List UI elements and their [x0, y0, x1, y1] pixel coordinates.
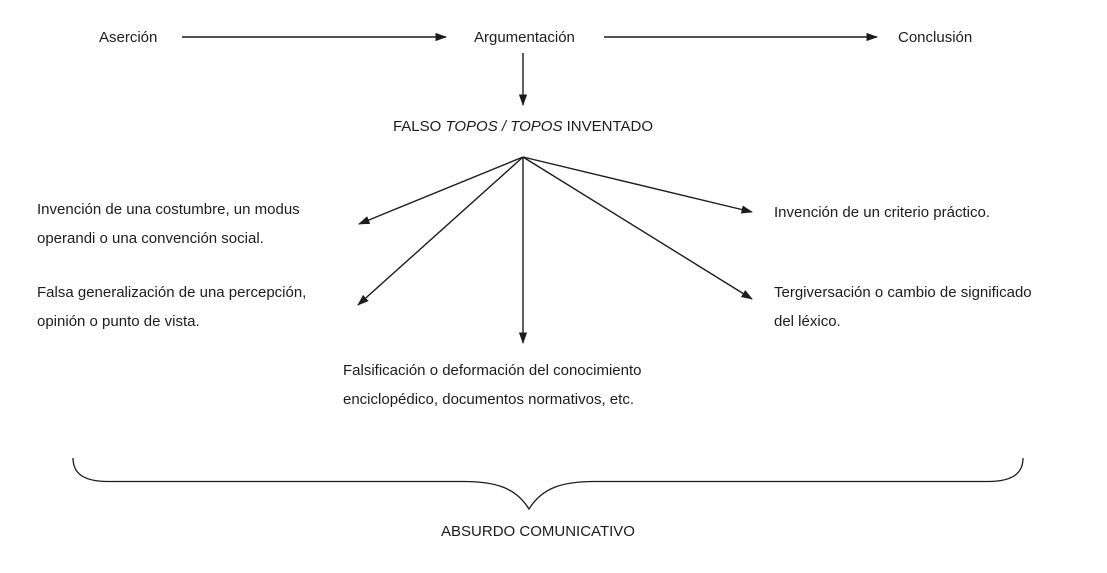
branch-invencion-costumbre: Invención de una costumbre, un modus ope… — [37, 196, 300, 253]
branch-line: Falsa generalización de una percepción, — [37, 284, 307, 301]
branch-falsificacion-conocimiento: Falsificación o deformación del conocimi… — [343, 357, 641, 414]
branch-line: opinión o punto de vista. — [37, 312, 200, 330]
branch-criterio-practico: Invención de un criterio práctico. — [774, 199, 990, 228]
central-label-falso-topos: FALSO TOPOS / TOPOS INVENTADO — [333, 117, 713, 136]
arrow-to-tergiversacion-lexico — [522, 156, 753, 300]
central-label-italic-topos: TOPOS / TOPOS — [445, 118, 563, 135]
branch-falsa-generalizacion: Falsa generalización de una percepción, … — [37, 279, 306, 336]
brace-absurdo-comunicativo — [72, 457, 1024, 511]
node-conclusion: Conclusión — [898, 29, 973, 46]
branch-line: enciclopédico, documentos normativos, et… — [343, 390, 634, 408]
branch-tergiversacion-lexico: Tergiversación o cambio de significado d… — [774, 279, 1032, 336]
branch-line: Invención de una costumbre, un modus — [37, 201, 300, 218]
node-asercion: Aserción — [99, 29, 158, 46]
branch-line: Falsificación o deformación del conocimi… — [343, 362, 642, 379]
bottom-label-absurdo-comunicativo: ABSURDO COMUNICATIVO — [441, 523, 635, 540]
branch-line: Invención de un criterio práctico. — [774, 204, 990, 221]
central-label-prefix: FALSO — [392, 118, 446, 135]
branch-line: Tergiversación o cambio de significado — [774, 284, 1032, 301]
central-label-suffix: INVENTADO — [562, 118, 654, 135]
arrow-to-invencion-costumbre — [358, 156, 524, 225]
arrow-to-falsa-generalizacion — [357, 156, 524, 306]
node-argumentacion: Argumentación — [474, 29, 575, 46]
branch-line: operandi o una convención social. — [37, 229, 264, 247]
branch-line: del léxico. — [774, 312, 841, 330]
arrow-to-criterio-practico — [522, 156, 753, 214]
